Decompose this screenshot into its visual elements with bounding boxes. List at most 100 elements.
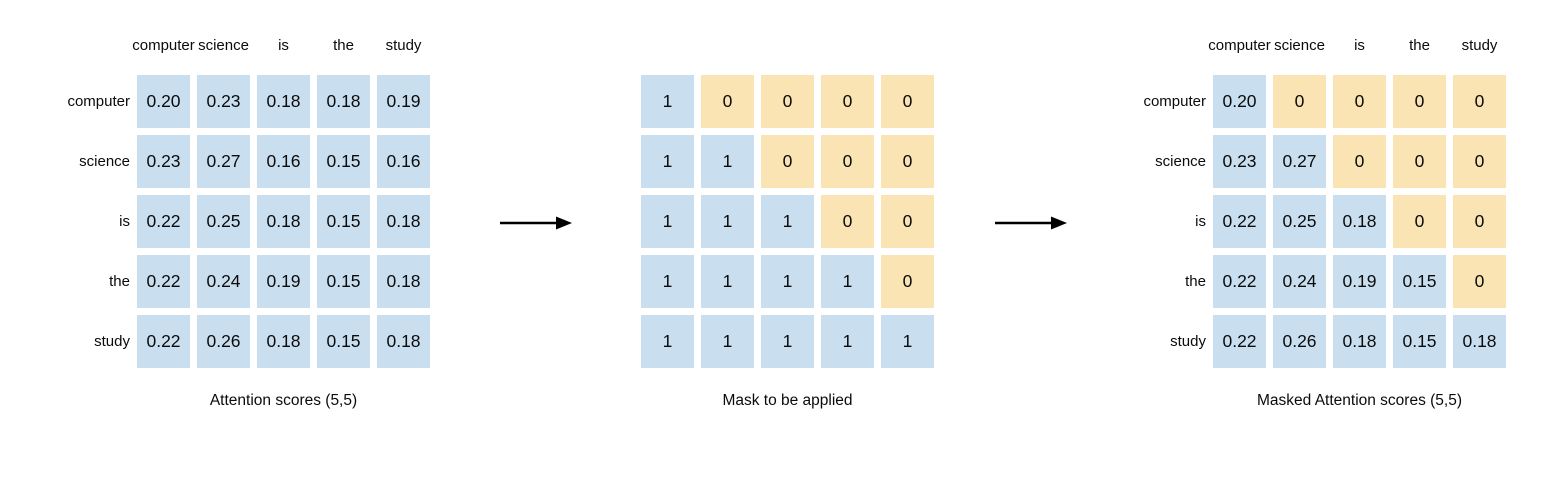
matrix-cell: 0.19 xyxy=(377,75,430,128)
matrix-cell: 0.18 xyxy=(1453,315,1506,368)
matrix-cell: 0 xyxy=(1333,135,1386,188)
matrix-cell: 0 xyxy=(881,135,934,188)
matrix-cell: 1 xyxy=(641,75,694,128)
matrix-cell: 1 xyxy=(821,255,874,308)
matrix-cell: 1 xyxy=(641,315,694,368)
matrix-cell: 1 xyxy=(641,135,694,188)
panel-caption: Mask to be applied xyxy=(722,392,853,409)
arrow-right-icon xyxy=(995,216,1067,230)
matrix-cell: 1 xyxy=(641,255,694,308)
column-header: is xyxy=(1354,36,1365,54)
matrix-cell: 0.22 xyxy=(137,255,190,308)
row-label: computer xyxy=(67,93,130,110)
matrix-cell: 0.18 xyxy=(317,75,370,128)
matrix-cell: 0.15 xyxy=(1393,255,1446,308)
matrix-cell: 0 xyxy=(1393,135,1446,188)
matrix-cell: 0.22 xyxy=(137,315,190,368)
matrix-cell: 0 xyxy=(821,135,874,188)
matrix-cell: 0.23 xyxy=(1213,135,1266,188)
matrix-cell: 1 xyxy=(701,195,754,248)
matrix-cell: 1 xyxy=(761,255,814,308)
matrix-cell: 0.23 xyxy=(137,135,190,188)
matrix-cell: 0.25 xyxy=(197,195,250,248)
row-label: study xyxy=(94,333,130,350)
panel-caption: Attention scores (5,5) xyxy=(209,392,358,409)
matrix-cell: 0.22 xyxy=(137,195,190,248)
matrix-cell: 1 xyxy=(761,315,814,368)
matrix-cell: 0 xyxy=(881,255,934,308)
matrix-cell: 1 xyxy=(701,255,754,308)
matrix-cell: 1 xyxy=(821,315,874,368)
row-label: is xyxy=(1195,213,1206,230)
matrix-cell: 0.19 xyxy=(1333,255,1386,308)
matrix-cell: 1 xyxy=(881,315,934,368)
arrow-right-icon xyxy=(500,216,572,230)
matrix-cell: 0.22 xyxy=(1213,315,1266,368)
column-header: the xyxy=(1409,36,1430,54)
matrix-cell: 0 xyxy=(1273,75,1326,128)
matrix-cell: 0.20 xyxy=(137,75,190,128)
matrix-cell: 0.26 xyxy=(1273,315,1326,368)
matrix-cell: 0.18 xyxy=(377,255,430,308)
matrix-cell: 1 xyxy=(701,315,754,368)
matrix-cell: 0.22 xyxy=(1213,255,1266,308)
matrix-cell: 0.15 xyxy=(317,195,370,248)
column-header: study xyxy=(1461,36,1498,54)
matrix-cell: 0.24 xyxy=(197,255,250,308)
matrix-cell: 0.16 xyxy=(377,135,430,188)
column-header: computer xyxy=(1208,36,1271,54)
row-label: science xyxy=(79,153,130,170)
matrix-cell: 0.18 xyxy=(257,75,310,128)
matrix-cell: 0.18 xyxy=(257,195,310,248)
matrix-cell: 0 xyxy=(761,75,814,128)
matrix-cell: 0 xyxy=(821,195,874,248)
matrix-cell: 0 xyxy=(1393,195,1446,248)
matrix-cell: 0 xyxy=(1453,75,1506,128)
matrix-cell: 0.15 xyxy=(1393,315,1446,368)
matrix-cell: 0 xyxy=(761,135,814,188)
column-header: science xyxy=(198,36,249,54)
matrix-cell: 0.26 xyxy=(197,315,250,368)
matrix-cell: 0.19 xyxy=(257,255,310,308)
matrix-cell: 0.20 xyxy=(1213,75,1266,128)
matrix-cell: 0.18 xyxy=(377,315,430,368)
matrix-cell: 0.15 xyxy=(317,315,370,368)
matrix-cell: 0.16 xyxy=(257,135,310,188)
matrix-cell: 0.15 xyxy=(317,135,370,188)
matrix-cell: 0 xyxy=(1453,195,1506,248)
matrix-cell: 0.24 xyxy=(1273,255,1326,308)
column-header: the xyxy=(333,36,354,54)
row-label: science xyxy=(1155,153,1206,170)
matrix-cell: 0 xyxy=(1453,135,1506,188)
matrix-cell: 0 xyxy=(1393,75,1446,128)
matrix-cell: 0 xyxy=(881,75,934,128)
matrix-cell: 0 xyxy=(701,75,754,128)
matrix-cell: 0.18 xyxy=(377,195,430,248)
column-header: is xyxy=(278,36,289,54)
matrix-cell: 1 xyxy=(701,135,754,188)
matrix-cell: 0.15 xyxy=(317,255,370,308)
matrix-cell: 0.27 xyxy=(1273,135,1326,188)
panel-caption: Masked Attention scores (5,5) xyxy=(1256,392,1463,409)
column-header: study xyxy=(385,36,422,54)
